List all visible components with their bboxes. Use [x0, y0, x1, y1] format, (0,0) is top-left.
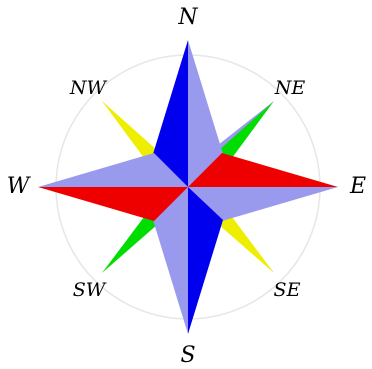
label-w: W [7, 174, 32, 199]
point-se-accent [218, 213, 274, 273]
label-sw: SW [73, 279, 107, 301]
label-e: E [349, 174, 366, 199]
label-ne: NE [274, 77, 306, 99]
label-se: SE [274, 279, 301, 301]
label-nw: NW [69, 77, 108, 99]
label-n: N [177, 5, 198, 30]
point-sw-accent [102, 213, 158, 273]
point-ne-accent [218, 101, 274, 162]
point-nw-accent [102, 101, 158, 162]
label-s: S [180, 343, 195, 368]
